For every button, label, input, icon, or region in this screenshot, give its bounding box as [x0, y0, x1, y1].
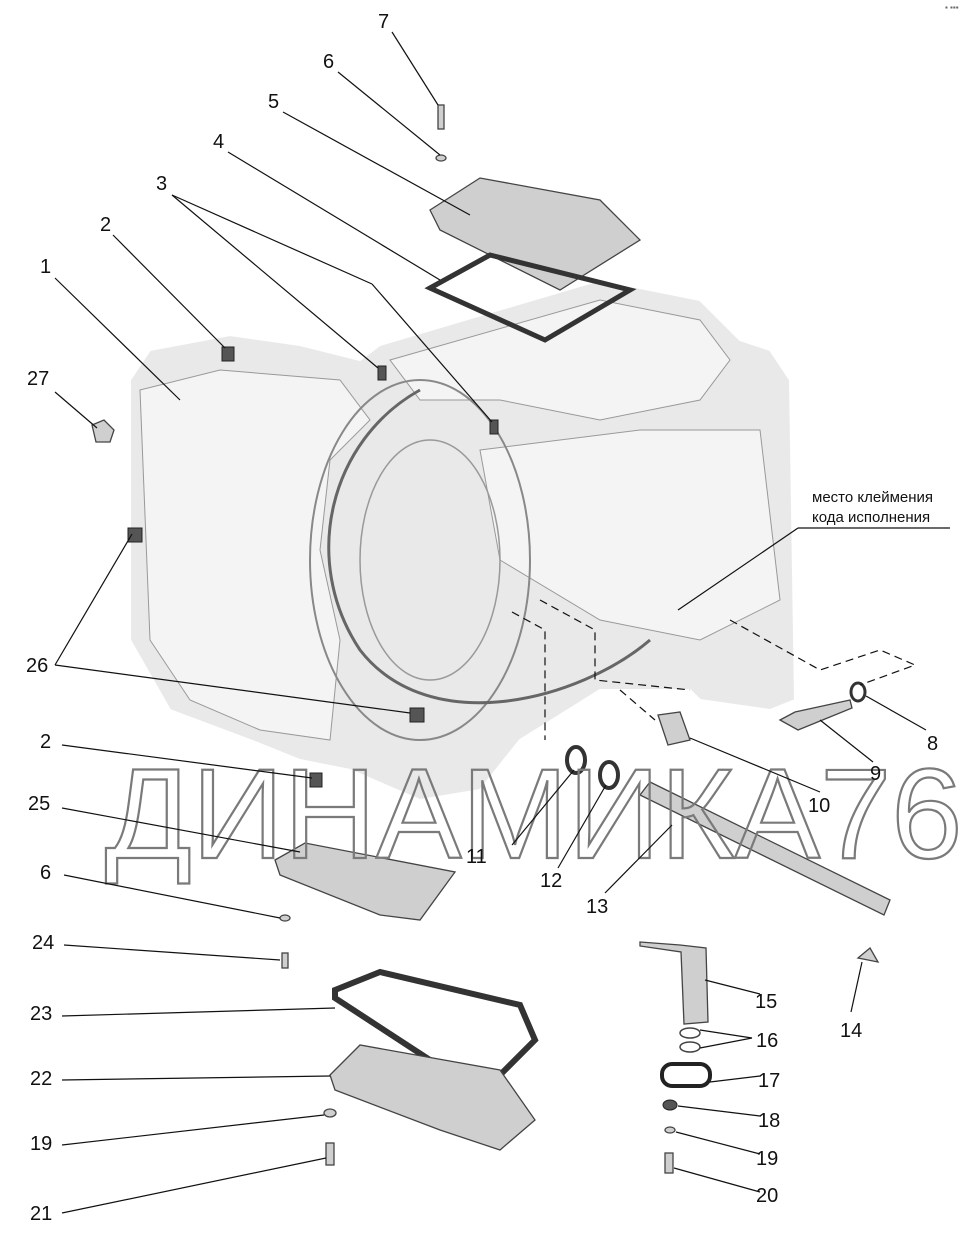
label-22: 22: [30, 1068, 52, 1090]
label-15: 15: [755, 991, 777, 1013]
label-2: 2: [100, 214, 111, 236]
label-21: 21: [30, 1203, 52, 1225]
label-18: 18: [758, 1110, 780, 1132]
label-25: 25: [28, 793, 50, 815]
pin-26a: [127, 527, 143, 543]
cover-25: [274, 842, 457, 921]
label-2b: 2: [40, 731, 51, 753]
label-26: 26: [26, 655, 48, 677]
label-10: 10: [808, 795, 830, 817]
ring-11: [565, 745, 587, 775]
oring-16a: [679, 1027, 701, 1039]
plug-10: [657, 711, 691, 746]
bolt-21: [325, 1142, 335, 1166]
label-23: 23: [30, 1003, 52, 1025]
plug-27: [91, 419, 115, 443]
label-8: 8: [927, 733, 938, 755]
label-16: 16: [756, 1030, 778, 1052]
pin-2-top: [221, 346, 235, 362]
ring-12: [598, 760, 620, 790]
label-6b: 6: [40, 862, 51, 884]
callout-labels: 7 6 5 4 3 2 1 27 26 2 25 6 24 23 22 19 2…: [26, 11, 938, 1225]
washer-8: [849, 681, 867, 703]
label-11: 11: [466, 846, 487, 868]
label-12: 12: [540, 870, 562, 892]
pin-3b: [489, 419, 499, 435]
label-19b: 19: [756, 1148, 778, 1170]
label-3: 3: [156, 173, 167, 195]
lever-15: [639, 941, 709, 1025]
bolt-7: [437, 104, 445, 130]
plate-17: [660, 1062, 712, 1088]
bolt-24: [281, 952, 289, 969]
pin-26b: [409, 707, 425, 723]
pin-3a: [377, 365, 387, 381]
washer-19-left: [323, 1108, 337, 1118]
cover-22: [329, 1044, 536, 1151]
label-19: 19: [30, 1133, 52, 1155]
gasket-23: [332, 968, 539, 1079]
label-13: 13: [586, 896, 608, 918]
label-9: 9: [870, 763, 881, 785]
bolt-9: [778, 699, 853, 731]
label-7: 7: [378, 11, 389, 33]
label-27: 27: [27, 368, 49, 390]
label-4: 4: [213, 131, 224, 153]
transmission-housing: [129, 278, 797, 802]
top-cover-5: [429, 177, 642, 291]
label-14: 14: [840, 1020, 862, 1042]
shaft-13: [639, 781, 891, 916]
watermark: ДИНАМИКА76: [105, 743, 962, 886]
washer-6-top: [435, 154, 447, 162]
washer-6-bottom: [279, 914, 291, 922]
stamp-note-line1: место клеймения: [812, 489, 933, 506]
label-17: 17: [758, 1070, 780, 1092]
corner-mark: ▪ ▪▪▪: [945, 3, 959, 12]
gasket-4: [424, 252, 637, 343]
label-24: 24: [32, 932, 54, 954]
pin-2-bottom: [309, 772, 323, 788]
leader-lines: [54, 31, 950, 1214]
label-1: 1: [40, 256, 51, 278]
stamp-note-line2: кода исполнения: [812, 509, 930, 526]
label-5: 5: [268, 91, 279, 113]
washer-19-right: [664, 1126, 676, 1134]
bolt-20: [664, 1152, 674, 1174]
label-6: 6: [323, 51, 334, 73]
key-14: [856, 947, 880, 963]
nut-18: [662, 1099, 678, 1111]
label-20: 20: [756, 1185, 778, 1207]
oring-16b: [679, 1041, 701, 1053]
